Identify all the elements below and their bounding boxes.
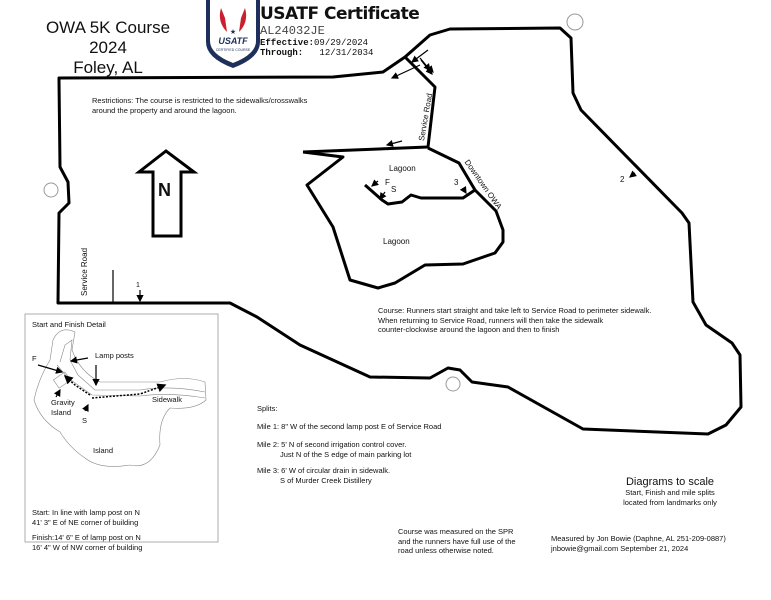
text-line: Mile 3: 6' W of circular drain in sidewa… bbox=[257, 466, 391, 475]
finish-mark: F bbox=[385, 178, 390, 187]
finish-description: Finish:14' 6" E of lamp post on N 16' 4"… bbox=[32, 533, 142, 552]
direction-arrow bbox=[411, 49, 429, 63]
lamp-posts-label: Lamp posts bbox=[95, 351, 134, 360]
mile-marker-1: 1 bbox=[136, 282, 140, 289]
direction-arrow bbox=[390, 64, 421, 79]
gravity-island-label: Gravity Island bbox=[51, 398, 75, 417]
start-finish-detail-box bbox=[24, 313, 219, 543]
split-mile-2: Mile 2: 5' N of second irrigation contro… bbox=[257, 440, 411, 459]
measured-by: Measured by Jon Bowie (Daphne, AL 251-20… bbox=[551, 534, 726, 553]
split-mile-1: Mile 1: 8" W of the second lamp post E o… bbox=[257, 422, 442, 431]
direction-arrow bbox=[385, 139, 403, 147]
service-road-line bbox=[302, 55, 437, 154]
text-line: Start: In line with lamp post on N bbox=[32, 508, 140, 517]
usatf-logo: ★ USATF CERTIFIED COURSE bbox=[206, 0, 260, 68]
text-line: located from landmarks only bbox=[623, 497, 717, 507]
course-note: Course: Runners start straight and take … bbox=[378, 306, 651, 335]
text-line: S of Murder Creek Distillery bbox=[280, 475, 372, 485]
split-mile-3: Mile 3: 6' W of circular drain in sidewa… bbox=[257, 466, 390, 485]
text-line: Mile 2: 5' N of second irrigation contro… bbox=[257, 440, 407, 449]
svg-text:USATF: USATF bbox=[218, 36, 248, 46]
note-line: Course: Runners start straight and take … bbox=[378, 306, 652, 315]
spr-note: Course was measured on the SPR and the r… bbox=[398, 527, 516, 556]
certificate-heading: USATF Certificate bbox=[260, 4, 420, 24]
restrictions-note: Restrictions: The course is restricted t… bbox=[92, 96, 307, 115]
course-title: OWA 5K Course 2024 Foley, AL bbox=[28, 18, 188, 78]
finish-arrow bbox=[371, 179, 379, 187]
label-line: Island bbox=[51, 407, 72, 417]
through-label: Through: bbox=[260, 48, 304, 58]
splits-title: Splits: bbox=[257, 404, 278, 413]
mile-marker-2: 2 bbox=[620, 175, 625, 184]
svg-text:CERTIFIED COURSE: CERTIFIED COURSE bbox=[216, 48, 251, 52]
note-line: When returning to Service Road, runners … bbox=[378, 315, 604, 325]
effective-date: 09/29/2024 bbox=[314, 38, 369, 48]
text-line: and the runners have full use of the bbox=[398, 536, 516, 546]
location-line: Foley, AL bbox=[73, 58, 143, 77]
island-label: Island bbox=[93, 446, 114, 455]
title-line: OWA 5K Course 2024 bbox=[45, 18, 171, 57]
mile-marker-3: 3 bbox=[454, 178, 459, 187]
start-arrow bbox=[379, 191, 387, 200]
text-line: Measured by Jon Bowie (Daphne, AL 251-20… bbox=[551, 534, 726, 543]
detail-title: Start and Finish Detail bbox=[32, 320, 106, 329]
detail-start-label: S bbox=[82, 416, 88, 425]
lagoon-inner-line bbox=[364, 183, 476, 206]
scale-note: Diagrams to scale Start, Finish and mile… bbox=[600, 476, 740, 507]
landmark-circle bbox=[445, 376, 461, 392]
start-description: Start: In line with lamp post on N 41' 3… bbox=[32, 508, 140, 527]
text-line: Start, Finish and mile splits bbox=[625, 488, 715, 497]
lagoon-loop-line bbox=[302, 146, 505, 290]
text-line: Course was measured on the SPR bbox=[398, 527, 514, 536]
start-mark: S bbox=[391, 185, 397, 194]
north-label: N bbox=[158, 180, 171, 200]
lagoon-label-north: Lagoon bbox=[389, 164, 416, 173]
certificate-block: USATF Certificate AL24032JE Effective:09… bbox=[260, 4, 420, 58]
effective-label: Effective: bbox=[260, 38, 315, 48]
note-line: around the property and around the lagoo… bbox=[92, 105, 237, 115]
north-arrow-icon bbox=[134, 149, 199, 238]
certificate-id: AL24032JE bbox=[260, 24, 325, 38]
landmark-circle bbox=[566, 13, 584, 31]
note-line: counter-clockwise around the lagoon and … bbox=[378, 325, 560, 334]
scale-title: Diagrams to scale bbox=[625, 476, 715, 488]
sidewalk-label: Sidewalk bbox=[152, 395, 183, 404]
text-line: Finish:14' 6" E of lamp post on N bbox=[32, 533, 141, 542]
text-line: road unless otherwise noted. bbox=[398, 546, 494, 555]
service-road-label-west: Service Road bbox=[80, 247, 89, 296]
lagoon-label-south: Lagoon bbox=[383, 237, 410, 246]
mile2-arrow bbox=[629, 170, 637, 178]
mile3-arrow bbox=[459, 186, 467, 195]
through-date: 12/31/2034 bbox=[319, 48, 374, 58]
direction-arrow bbox=[420, 59, 433, 75]
note-line: Restrictions: The course is restricted t… bbox=[92, 96, 308, 105]
landmark-circle bbox=[43, 182, 59, 198]
label-line: Gravity bbox=[51, 398, 75, 407]
text-line: 16' 4" W of NW corner of building bbox=[32, 542, 143, 552]
text-line: Just N of the S edge of main parking lot bbox=[280, 449, 412, 459]
text-line: jnbowie@gmail.com September 21, 2024 bbox=[551, 543, 689, 553]
svg-text:★: ★ bbox=[230, 28, 236, 36]
text-line: 41' 3" E of NE corner of building bbox=[32, 517, 139, 527]
perimeter-course-line bbox=[56, 26, 743, 436]
detail-finish-label: F bbox=[32, 354, 37, 363]
